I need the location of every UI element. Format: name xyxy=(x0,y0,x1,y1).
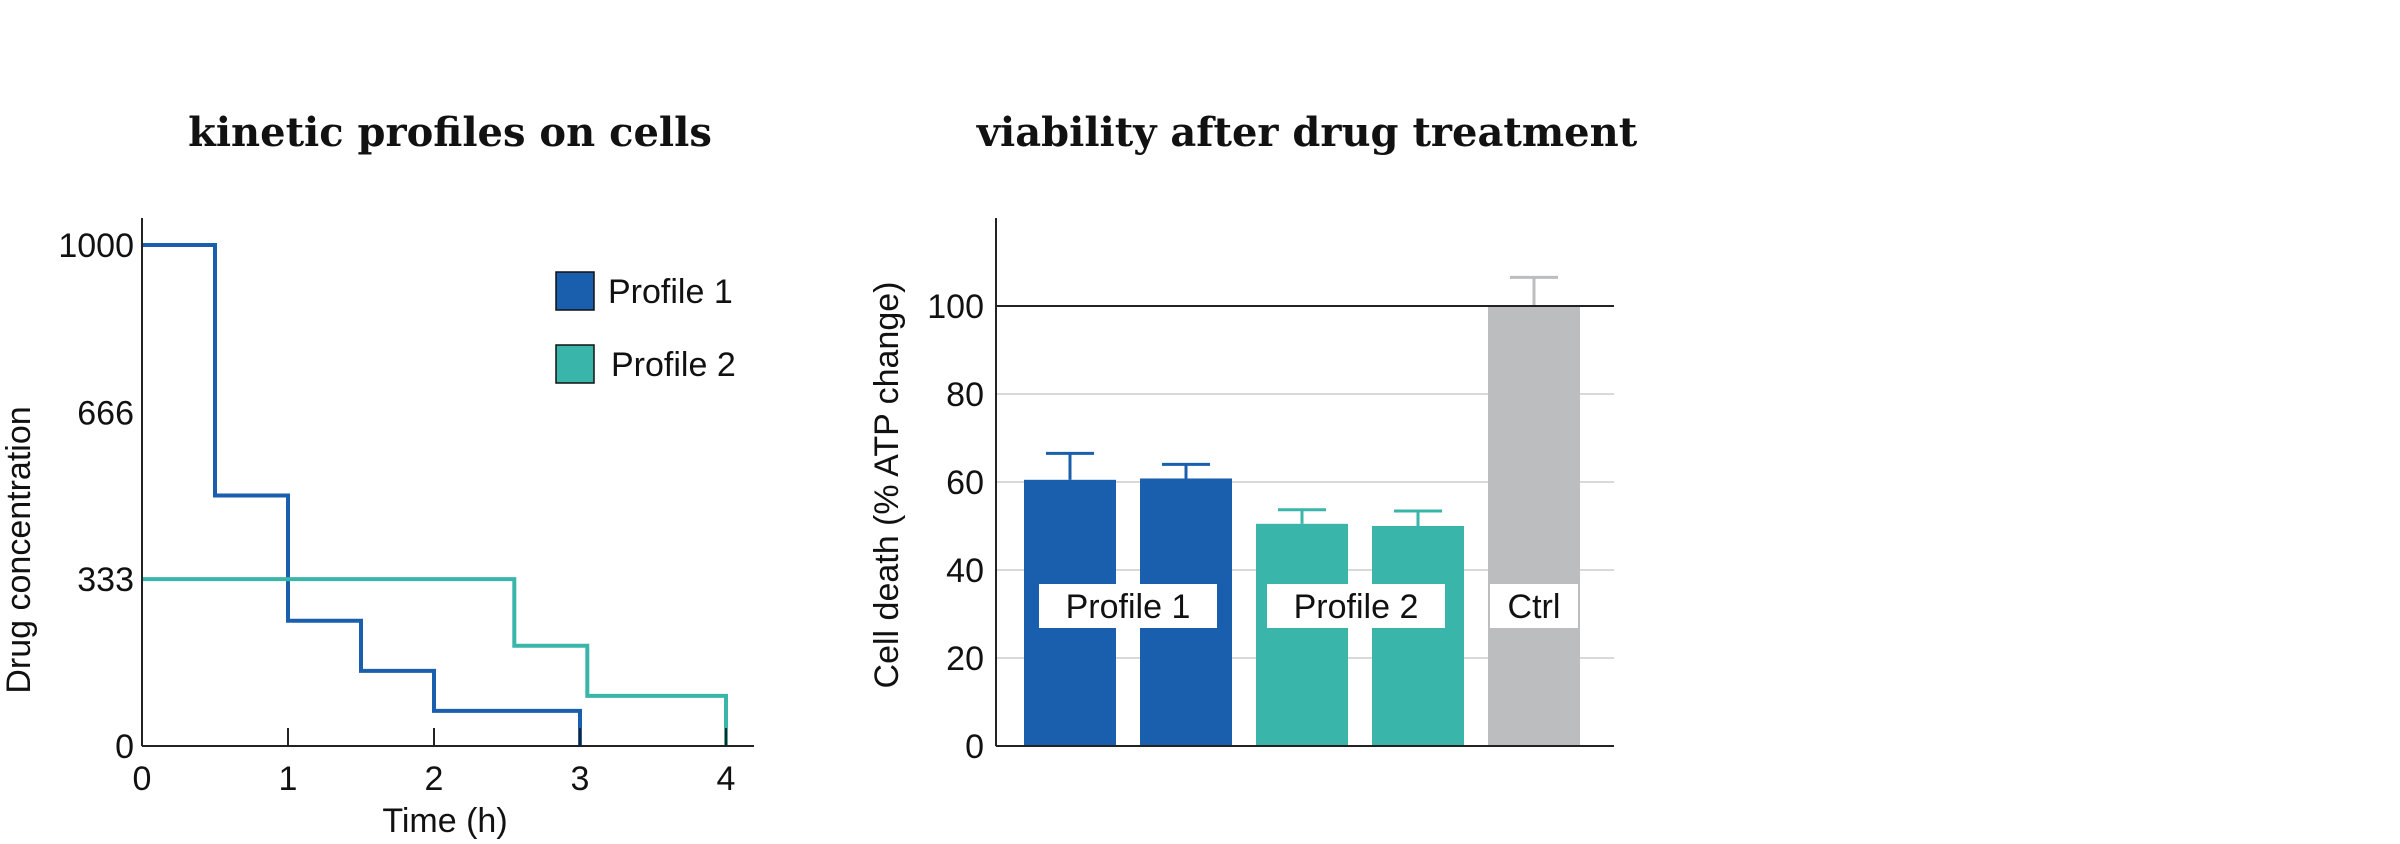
group-label-ctrl: Ctrl xyxy=(1508,588,1561,626)
kinetic-chart-x-tick-label: 3 xyxy=(571,760,590,798)
bar-profile-2-3 xyxy=(1256,523,1348,746)
kinetic-chart-y-tick-label: 333 xyxy=(77,561,134,599)
kinetic-chart-title: kinetic profiles on cells xyxy=(188,109,712,156)
group-label-profile-1: Profile 1 xyxy=(1066,588,1191,626)
viability-chart-y-tick-label: 60 xyxy=(946,464,984,502)
kinetic-chart-x-tick-label: 4 xyxy=(717,760,736,798)
kinetic-chart-y-tick-label: 1000 xyxy=(58,227,134,265)
kinetic-series-1-line xyxy=(142,243,582,746)
kinetic-series-2-line xyxy=(142,577,728,746)
kinetic-chart-y-tick-label: 0 xyxy=(115,728,134,766)
kinetic-chart-x-tick-label: 0 xyxy=(133,760,152,798)
viability-chart-axes xyxy=(995,218,1614,747)
viability-chart-y-tick-label: 100 xyxy=(927,288,984,326)
viability-chart-bars xyxy=(1024,275,1580,746)
viability-chart-group-labels: Profile 1 Profile 2 Ctrl xyxy=(1039,584,1578,628)
kinetic-chart-series xyxy=(142,243,728,746)
group-label-background xyxy=(1039,584,1217,628)
viability-chart-ylabel: Cell death (% ATP change) xyxy=(868,282,906,689)
kinetic-chart-tick-labels: 0 1 2 3 4 0 333 666 1000 xyxy=(58,227,735,798)
bar-profile-2-4 xyxy=(1372,526,1464,746)
kinetic-chart-x-tick-label: 2 xyxy=(425,760,444,798)
group-label-background xyxy=(1267,584,1445,628)
kinetic-chart-legend: Profile 1 Profile 2 xyxy=(555,271,736,384)
kinetic-chart-x-tick-label: 1 xyxy=(279,760,298,798)
legend-label-profile-1: Profile 1 xyxy=(608,273,733,311)
viability-chart-y-tick-label: 20 xyxy=(946,640,984,678)
viability-chart-y-tick-label: 80 xyxy=(946,376,984,414)
legend-label-profile-2: Profile 2 xyxy=(611,346,736,384)
kinetic-chart: kinetic profiles on cells 0 1 2 3 4 0 333 666 10… xyxy=(0,109,754,840)
kinetic-chart-axes xyxy=(141,218,754,747)
legend-swatch-profile-1 xyxy=(555,271,595,311)
kinetic-chart-ylabel: Drug concentration xyxy=(0,406,38,693)
viability-chart: viability after drug treatment 0 20 40 60 80… xyxy=(868,109,1638,766)
viability-chart-y-tick-label: 40 xyxy=(946,552,984,590)
legend-swatch-profile-2 xyxy=(555,344,595,384)
viability-chart-tick-labels: 0 20 40 60 80 100 xyxy=(927,288,984,766)
group-label-profile-2: Profile 2 xyxy=(1294,588,1419,626)
kinetic-chart-xlabel: Time (h) xyxy=(382,802,507,840)
viability-chart-title: viability after drug treatment xyxy=(976,109,1638,156)
kinetic-chart-y-tick-label: 666 xyxy=(77,394,134,432)
group-label-background xyxy=(1490,584,1578,628)
bar-ctrl-5 xyxy=(1488,306,1580,746)
viability-chart-y-tick-label: 0 xyxy=(965,728,984,766)
